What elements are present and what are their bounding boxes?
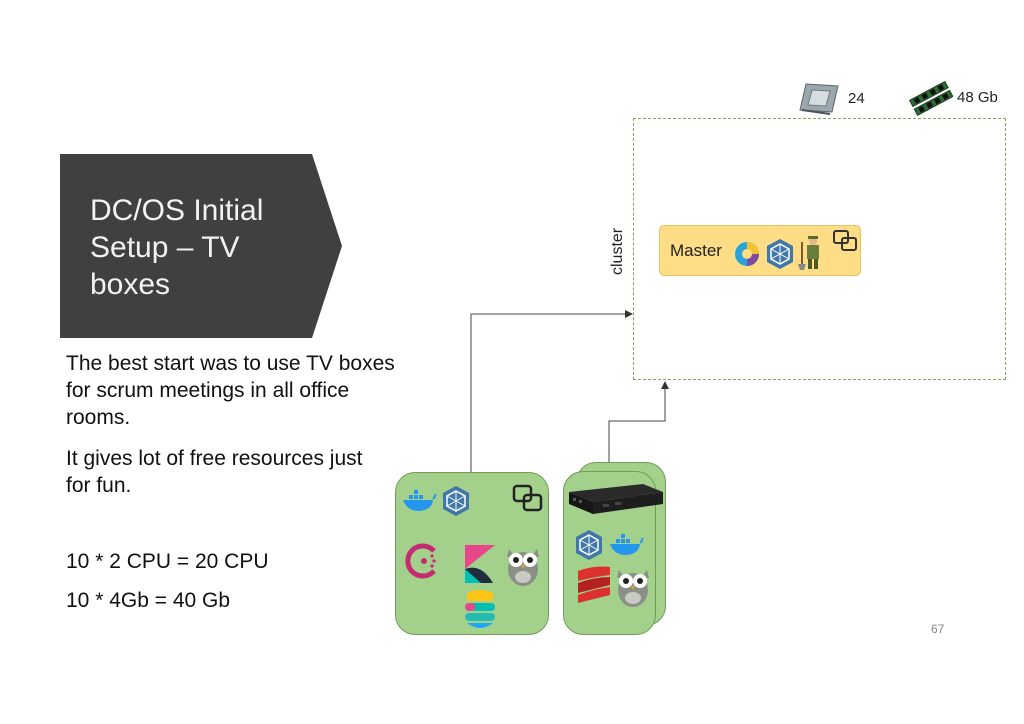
docker-icon: [610, 534, 644, 555]
tv-box-device-icon: [569, 484, 663, 514]
consul-icon: [405, 543, 436, 579]
memory-calculation: 10 * 4Gb = 40 Gb: [66, 589, 231, 612]
kubernetes-icon: [767, 239, 793, 269]
cpu-calculation: 10 * 2 CPU = 20 CPU: [66, 550, 269, 573]
master-label: Master: [670, 241, 722, 260]
title-chevron-shape: [60, 154, 342, 338]
docker-icon: [403, 490, 437, 511]
kibana-icon: [465, 545, 495, 583]
virtual-machine-icon: [833, 230, 857, 251]
scheduler-figure-icon: [798, 236, 819, 270]
ram-module-icon: [909, 80, 953, 117]
kubernetes-icon: [576, 530, 602, 560]
mesos-icon: [735, 242, 759, 266]
page-number: 67: [931, 622, 945, 636]
elastic-icon: [465, 590, 495, 628]
paragraph-free-resources: It gives lot of free resources just for …: [66, 447, 363, 497]
cluster-label: cluster: [609, 227, 626, 275]
owl-icon: [617, 570, 649, 607]
memory-label: 48 Gb: [957, 89, 998, 106]
virtual-machine-icon: [512, 484, 543, 512]
cpu-chip-icon: [799, 83, 839, 115]
cluster-boundary: [633, 118, 1006, 380]
owl-icon: [507, 549, 539, 586]
kubernetes-icon: [443, 486, 469, 516]
paragraph-tv-boxes: The best start was to use TV boxes for s…: [66, 352, 395, 429]
scala-icon: [578, 566, 610, 603]
slide-title: DC/OS Initial Setup – TV boxes: [90, 194, 264, 301]
master-node: [659, 225, 861, 276]
cpu-count-label: 24: [848, 90, 865, 107]
